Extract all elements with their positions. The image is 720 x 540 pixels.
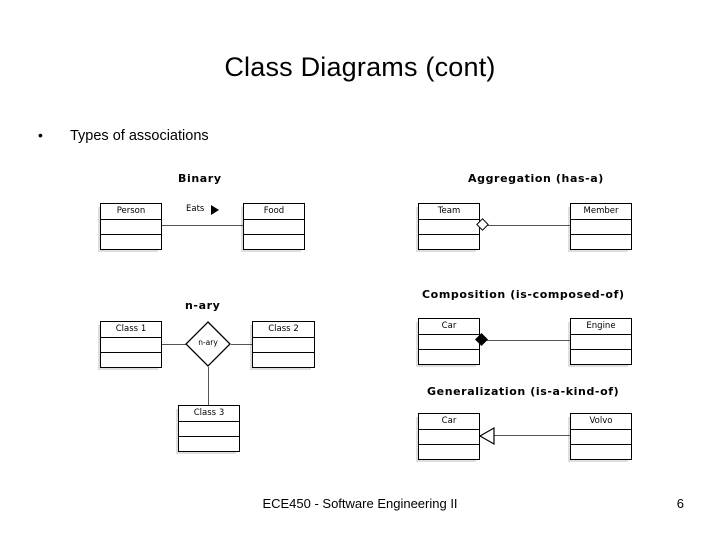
- page-title: Class Diagrams (cont): [224, 52, 496, 82]
- class-box-volvo: Volvo: [570, 413, 632, 460]
- bullet-item-types-of-associations: • Types of associations: [38, 128, 209, 144]
- solid-triangle-right-icon: [211, 205, 219, 215]
- class-box-car-composition: Car: [418, 318, 480, 365]
- class-name-food: Food: [244, 204, 304, 220]
- class-name-team: Team: [419, 204, 479, 220]
- class-box-engine: Engine: [570, 318, 632, 365]
- footer-text: ECE450 - Software Engineering II: [262, 496, 458, 511]
- class-attributes-team: [419, 220, 479, 235]
- class-attributes-car-composition: [419, 335, 479, 350]
- class-name-car-composition: Car: [419, 319, 479, 335]
- connector-line-composition: [480, 340, 570, 341]
- class-operations-car-generalization: [419, 445, 479, 459]
- class-attributes-class3: [179, 422, 239, 437]
- class-operations-car-composition: [419, 350, 479, 364]
- class-box-team: Team: [418, 203, 480, 250]
- connector-line-nary-left: [162, 344, 186, 345]
- connector-line-aggregation: [480, 225, 570, 226]
- class-box-class3: Class 3: [178, 405, 240, 452]
- class-attributes-engine: [571, 335, 631, 350]
- class-operations-class1: [101, 353, 161, 367]
- class-name-engine: Engine: [571, 319, 631, 335]
- nary-association-diamond: n-ary: [185, 321, 231, 367]
- connector-line-nary-bottom: [208, 367, 209, 405]
- bullet-label: Types of associations: [70, 128, 209, 144]
- class-operations-class2: [253, 353, 314, 367]
- class-name-member: Member: [571, 204, 631, 220]
- caption-binary: Binary: [178, 172, 222, 185]
- class-attributes-volvo: [571, 430, 631, 445]
- class-name-person: Person: [101, 204, 161, 220]
- class-name-volvo: Volvo: [571, 414, 631, 430]
- class-box-class1: Class 1: [100, 321, 162, 368]
- connector-line-nary-right: [231, 344, 252, 345]
- class-name-class1: Class 1: [101, 322, 161, 338]
- caption-generalization: Generalization (is-a-kind-of): [427, 385, 620, 398]
- class-operations-class3: [179, 437, 239, 451]
- class-operations-engine: [571, 350, 631, 364]
- class-operations-team: [419, 235, 479, 249]
- class-operations-person: [101, 235, 161, 249]
- nary-node-label: n-ary: [198, 338, 218, 347]
- caption-aggregation: Aggregation (has-a): [468, 172, 604, 185]
- caption-nary: n-ary: [185, 299, 221, 312]
- class-box-food: Food: [243, 203, 305, 250]
- class-name-class2: Class 2: [253, 322, 314, 338]
- class-attributes-person: [101, 220, 161, 235]
- class-box-class2: Class 2: [252, 321, 315, 368]
- class-box-person: Person: [100, 203, 162, 250]
- class-operations-volvo: [571, 445, 631, 459]
- connector-line-binary: [162, 225, 243, 226]
- association-label-eats: Eats: [186, 204, 205, 214]
- connector-line-generalization: [480, 435, 570, 436]
- class-box-member: Member: [570, 203, 632, 250]
- diamond-shape-icon: [185, 321, 231, 367]
- caption-composition: Composition (is-composed-of): [422, 288, 625, 301]
- class-box-car-generalization: Car: [418, 413, 480, 460]
- class-name-class3: Class 3: [179, 406, 239, 422]
- footer-page-number: 6: [676, 496, 684, 511]
- class-attributes-food: [244, 220, 304, 235]
- class-operations-member: [571, 235, 631, 249]
- class-operations-food: [244, 235, 304, 249]
- class-attributes-car-generalization: [419, 430, 479, 445]
- class-name-car-generalization: Car: [419, 414, 479, 430]
- bullet-marker-icon: •: [38, 127, 43, 143]
- class-attributes-member: [571, 220, 631, 235]
- class-attributes-class2: [253, 338, 314, 353]
- class-attributes-class1: [101, 338, 161, 353]
- hollow-triangle-icon: [479, 426, 495, 446]
